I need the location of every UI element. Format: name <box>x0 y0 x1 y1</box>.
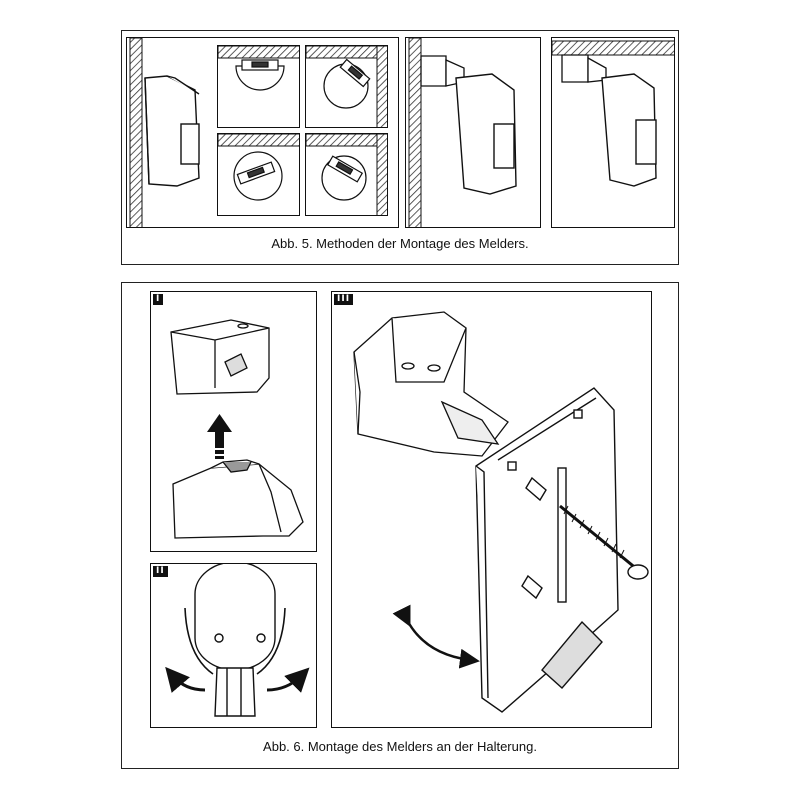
mounting-bracket-icon <box>561 54 607 83</box>
hatched-wall-icon <box>306 134 387 147</box>
figure-6-frame: I II <box>121 282 679 769</box>
fig5-bracket-wall-drawing <box>408 38 517 227</box>
mounting-bracket-icon <box>321 155 367 201</box>
fig5-corner-view-2 <box>305 133 388 216</box>
fig5-bracket-ceiling-drawing <box>552 40 674 187</box>
fig5-corner-view-2-drawing <box>306 134 387 215</box>
fig5-ceiling-view-2-drawing <box>218 134 299 201</box>
fig6-step-1-panel: I <box>150 291 317 552</box>
hatched-wall-icon <box>376 46 387 127</box>
hatched-wall-icon <box>552 40 674 56</box>
arrow-up-icon <box>207 414 232 459</box>
fig5-ceiling-view-2 <box>217 133 300 216</box>
figure-5-caption: Abb. 5. Methoden der Montage des Melders… <box>271 236 529 251</box>
mounting-bracket-icon <box>172 459 304 539</box>
step-number-label: I <box>153 294 164 305</box>
fig6-step-3-drawing <box>353 311 649 713</box>
fig5-corner-view-1 <box>305 45 388 128</box>
mounting-base-icon <box>475 387 619 713</box>
hatched-wall-icon <box>218 134 299 147</box>
hatched-wall-icon <box>306 46 387 59</box>
bracket-edge-line <box>256 607 286 675</box>
mounting-bracket-icon <box>353 311 509 457</box>
hatched-wall-icon <box>408 38 422 227</box>
bracket-edge-line <box>184 607 214 675</box>
figure-5-frame: Abb. 5. Methoden der Montage des Melders… <box>121 30 679 265</box>
rotation-arrow-icon <box>266 667 310 693</box>
mounting-bracket-icon <box>235 59 285 91</box>
fig5-corner-view-1-drawing <box>306 46 387 127</box>
screw-icon <box>559 504 649 580</box>
rotation-arrow-icon <box>165 666 206 693</box>
hatched-wall-icon <box>376 134 387 215</box>
figure-6-caption: Abb. 6. Montage des Melders an der Halte… <box>263 739 537 754</box>
motion-detector-icon <box>601 73 657 187</box>
fig6-step-2-panel: II <box>150 563 317 728</box>
fig5-wall-mount-drawing <box>129 38 200 227</box>
mounting-bracket-icon <box>323 58 371 109</box>
fig5-bracket-wall-panel <box>405 37 541 228</box>
step-number-label: II <box>153 566 168 577</box>
fig6-step-3-panel: III <box>331 291 652 728</box>
step-number-label: III <box>334 294 354 305</box>
fig5-ceiling-view-1 <box>217 45 300 128</box>
hatched-wall-icon <box>129 38 143 227</box>
fig6-step-1-drawing <box>170 319 304 539</box>
mounting-bracket-icon <box>194 564 276 717</box>
hatched-wall-icon <box>218 46 299 59</box>
fig6-step-2-drawing <box>165 564 310 717</box>
fig5-bracket-ceiling-panel <box>551 37 675 228</box>
motion-detector-icon <box>170 319 270 395</box>
mounting-bracket-icon <box>233 151 283 201</box>
motion-detector-icon <box>455 73 517 195</box>
rotation-arrow-icon <box>392 604 480 669</box>
motion-detector-icon <box>144 75 200 187</box>
fig5-ceiling-view-1-drawing <box>218 46 299 91</box>
